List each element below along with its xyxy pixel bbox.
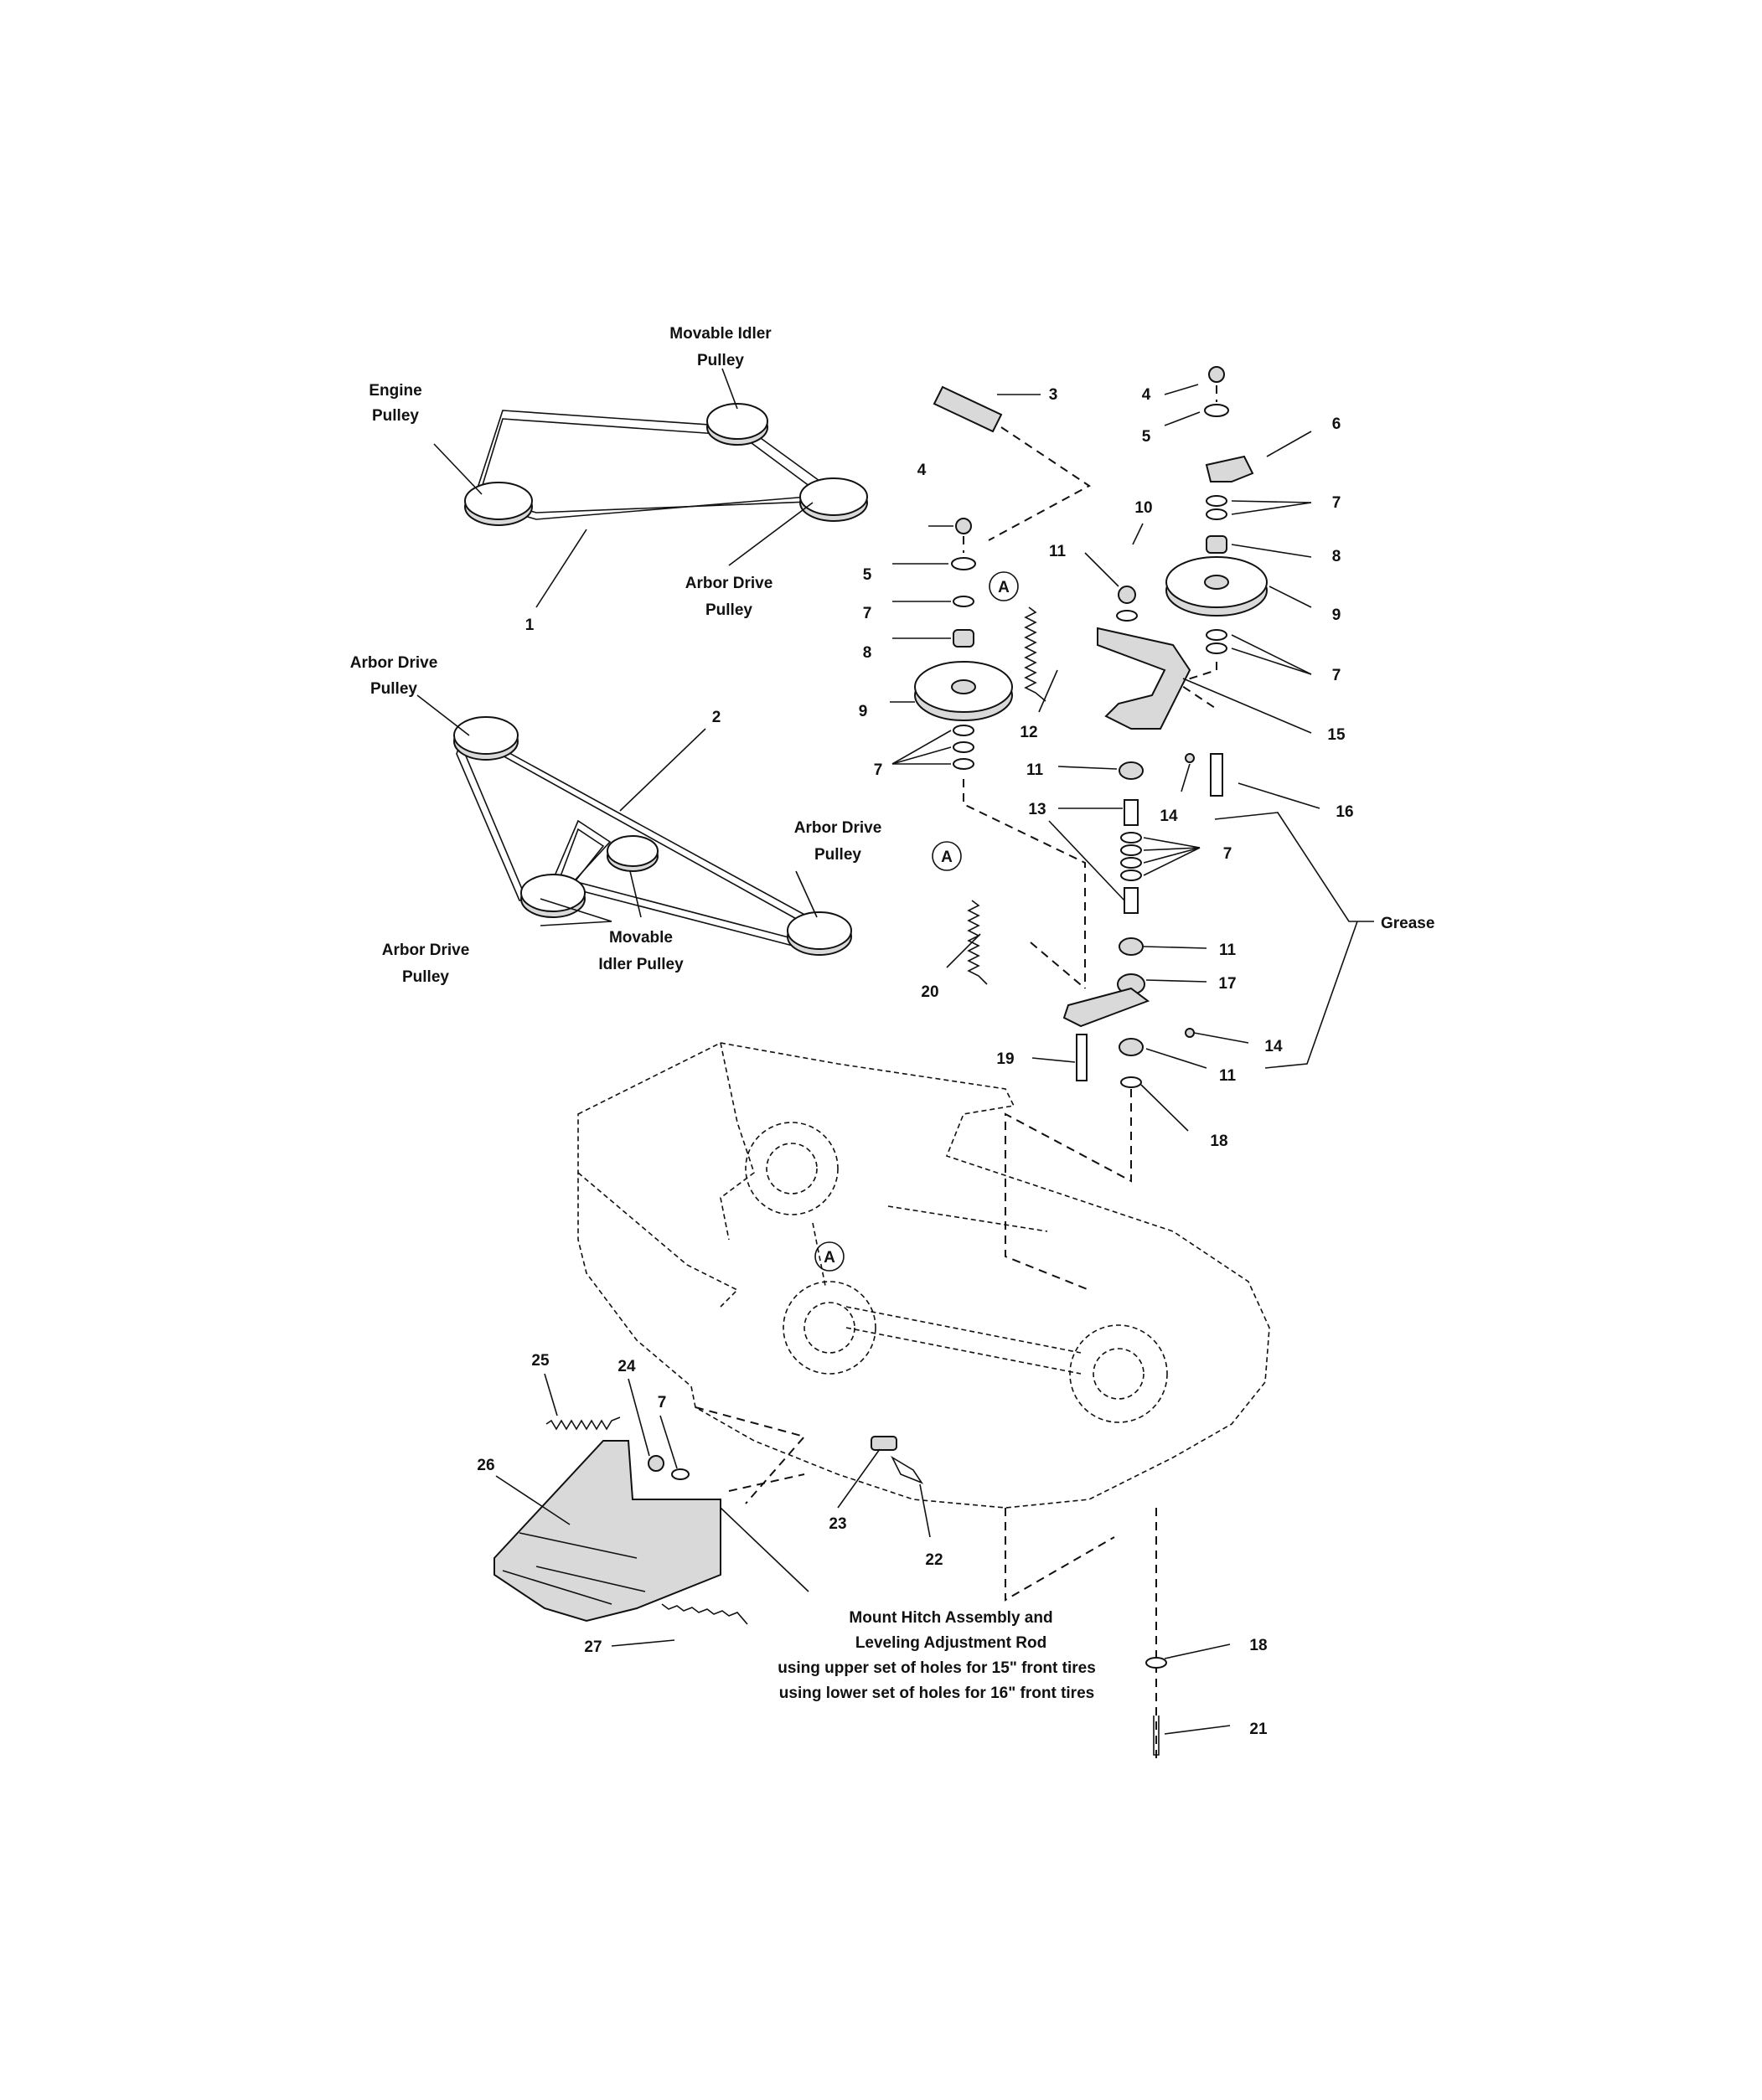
part-15-idler-arm bbox=[1097, 627, 1191, 730]
callout-21: 21 bbox=[1249, 1721, 1268, 1738]
callout-7c: 7 bbox=[863, 605, 872, 622]
callout-20: 20 bbox=[921, 983, 938, 1001]
label-arbor-drive-pulley-3b: Pulley bbox=[814, 846, 861, 864]
belt-2-diagram bbox=[453, 716, 852, 956]
callout-9a: 9 bbox=[1332, 606, 1341, 624]
label-movable-idler-pulley-top-2: Pulley bbox=[697, 352, 744, 369]
callout-2: 2 bbox=[712, 709, 721, 726]
callout-11b: 11 bbox=[1026, 761, 1044, 779]
callout-6: 6 bbox=[1332, 415, 1341, 433]
callout-8b: 8 bbox=[863, 644, 872, 662]
label-movable-idler-pulley-bottom-1: Movable bbox=[609, 929, 673, 947]
callout-13: 13 bbox=[1028, 801, 1046, 818]
callout-19: 19 bbox=[996, 1050, 1014, 1068]
label-mount-hitch-1: Mount Hitch Assembly and bbox=[849, 1609, 1052, 1627]
callout-4b: 4 bbox=[917, 462, 927, 479]
callout-14b: 14 bbox=[1264, 1038, 1283, 1055]
callout-26: 26 bbox=[477, 1457, 494, 1474]
callout-3: 3 bbox=[1049, 386, 1058, 404]
callout-7d: 7 bbox=[874, 761, 883, 779]
callout-17: 17 bbox=[1218, 975, 1236, 993]
callout-18b: 18 bbox=[1249, 1637, 1267, 1654]
callout-11c: 11 bbox=[1219, 942, 1237, 959]
label-arbor-drive-pulley-3a: Arbor Drive bbox=[794, 819, 882, 837]
mower-deck: A bbox=[577, 1042, 1270, 1759]
marker-a-3: A bbox=[814, 1241, 845, 1272]
callout-11d: 11 bbox=[1219, 1067, 1237, 1085]
callout-numbers: 1 2 3 4 5 6 7 8 9 7 15 10 11 4 5 7 8 9 7… bbox=[477, 386, 1353, 1738]
label-arbor-drive-pulley-2b: Pulley bbox=[370, 680, 417, 698]
callout-25: 25 bbox=[531, 1352, 550, 1370]
label-movable-idler-pulley-top-1: Movable Idler bbox=[669, 325, 772, 343]
callout-10: 10 bbox=[1134, 499, 1152, 517]
svg-text:A: A bbox=[824, 1249, 835, 1267]
marker-a-2: A bbox=[932, 841, 962, 871]
diagram-text-labels: Movable Idler Pulley Engine Pulley Arbor… bbox=[350, 325, 1435, 1702]
label-mount-hitch-2: Leveling Adjustment Rod bbox=[855, 1634, 1046, 1652]
label-arbor-drive-pulley-1a: Arbor Drive bbox=[685, 575, 773, 592]
callout-24: 24 bbox=[617, 1358, 636, 1375]
part-27-rod bbox=[661, 1603, 748, 1625]
part-3-grip bbox=[933, 385, 1003, 433]
idler-assembly: A A bbox=[914, 366, 1268, 1291]
svg-text:A: A bbox=[998, 579, 1010, 596]
label-movable-idler-pulley-bottom-2: Idler Pulley bbox=[598, 956, 684, 973]
callout-8a: 8 bbox=[1332, 548, 1341, 565]
callout-14a: 14 bbox=[1160, 807, 1178, 825]
label-arbor-drive-pulley-4b: Pulley bbox=[402, 968, 449, 986]
label-arbor-drive-pulley-2a: Arbor Drive bbox=[350, 654, 438, 672]
label-arbor-drive-pulley-1b: Pulley bbox=[705, 601, 752, 619]
callout-5b: 5 bbox=[863, 566, 872, 584]
part-20-spring bbox=[967, 900, 988, 985]
callout-7f: 7 bbox=[658, 1394, 667, 1411]
callout-7a: 7 bbox=[1332, 494, 1341, 512]
callout-12: 12 bbox=[1020, 724, 1037, 741]
callout-15: 15 bbox=[1327, 726, 1346, 744]
label-arbor-drive-pulley-4a: Arbor Drive bbox=[382, 942, 470, 959]
label-mount-hitch-4: using lower set of holes for 16" front t… bbox=[779, 1685, 1094, 1702]
label-mount-hitch-3: using upper set of holes for 15" front t… bbox=[778, 1659, 1096, 1677]
part-26-hitch bbox=[493, 1440, 721, 1623]
part-12-spring bbox=[1024, 606, 1046, 702]
callout-9b: 9 bbox=[859, 703, 868, 720]
callout-7e: 7 bbox=[1223, 845, 1232, 863]
callout-7b: 7 bbox=[1332, 667, 1341, 684]
belt-1-diagram bbox=[464, 403, 868, 526]
callout-18a: 18 bbox=[1210, 1133, 1227, 1150]
callout-23: 23 bbox=[829, 1515, 846, 1533]
svg-text:A: A bbox=[941, 849, 953, 866]
callout-27: 27 bbox=[584, 1638, 602, 1656]
callout-22: 22 bbox=[925, 1551, 943, 1569]
marker-a-1: A bbox=[989, 571, 1019, 601]
callout-1: 1 bbox=[525, 617, 535, 634]
hitch-assembly bbox=[493, 1416, 805, 1625]
callout-11a: 11 bbox=[1049, 543, 1067, 560]
label-engine-pulley-1: Engine bbox=[369, 382, 421, 400]
label-grease: Grease bbox=[1381, 915, 1434, 932]
callout-4a: 4 bbox=[1142, 386, 1151, 404]
leader-lines bbox=[416, 368, 1374, 1735]
label-engine-pulley-2: Pulley bbox=[372, 407, 419, 425]
part-6-bracket bbox=[1205, 455, 1254, 482]
callout-5a: 5 bbox=[1142, 428, 1151, 446]
part-25-spring bbox=[545, 1416, 621, 1431]
callout-16: 16 bbox=[1336, 803, 1353, 821]
